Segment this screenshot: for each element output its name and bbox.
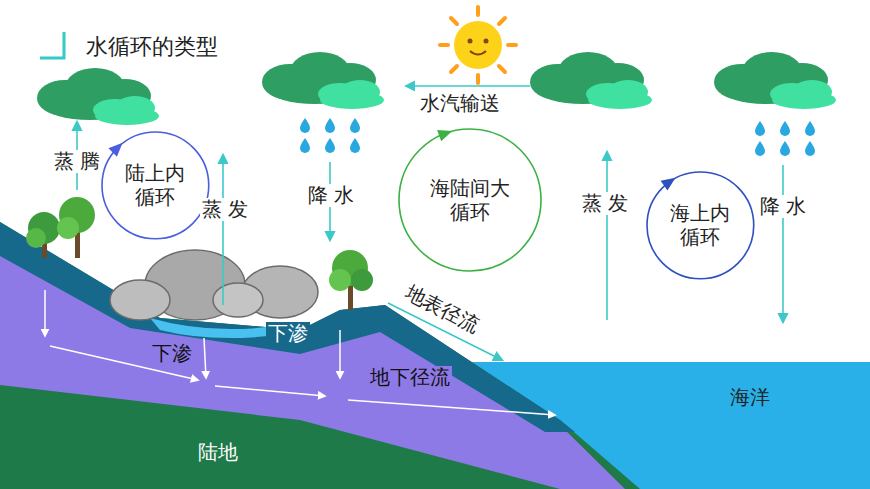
cycle-circle: 海上内 循环 (646, 171, 755, 280)
process-label: 降 水 (306, 184, 356, 207)
cycle-name: 陆上内 循环 (113, 161, 197, 209)
process-label: 下渗 (150, 342, 194, 365)
process-label: 海洋 (728, 386, 772, 409)
process-label: 蒸 腾 (52, 150, 102, 173)
cycle-circle: 海陆间大 循环 (398, 128, 542, 272)
process-label: 陆地 (196, 441, 240, 464)
cycle-name: 海陆间大 循环 (428, 176, 512, 224)
process-label: 水汽输送 (418, 92, 502, 115)
cycle-name: 海上内 循环 (658, 201, 742, 249)
process-label: 蒸 发 (580, 192, 630, 215)
process-label: 地下径流 (368, 366, 452, 389)
diagram-title: 水循环的类型 (86, 32, 218, 62)
process-label: 下渗 (266, 322, 310, 345)
cycle-circle: 陆上内 循环 (101, 131, 210, 240)
process-label: 降 水 (758, 195, 808, 218)
process-label: 蒸 发 (200, 198, 250, 221)
